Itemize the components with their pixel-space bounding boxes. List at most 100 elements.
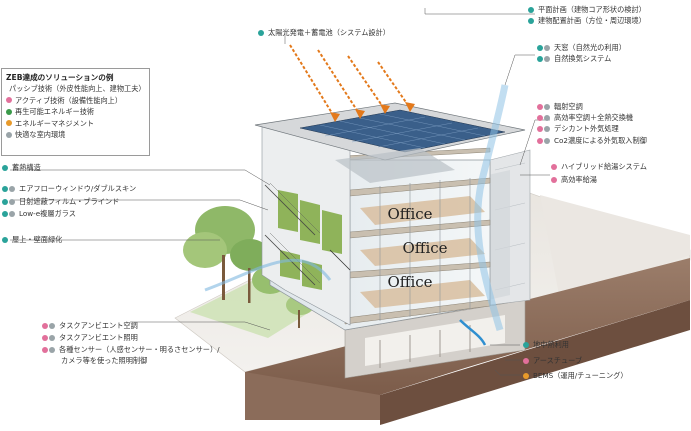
category-dot-icon [42,347,48,353]
category-dot-icon [537,45,543,51]
category-dots [42,323,56,329]
category-dot-icon [258,30,264,36]
category-dot-icon [537,126,543,132]
legend-item-label: パッシブ技術（外皮性能向上、建物工夫） [9,84,146,93]
category-dots [528,7,535,13]
soil-right-front [380,300,690,425]
category-dot-icon [528,7,534,13]
category-dots [537,115,551,121]
callout-tasklight: タスクアンビエント照明 [42,333,138,343]
category-dot-icon [49,347,55,353]
category-dot-icon [528,18,534,24]
category-dots [537,138,551,144]
callout-taskair: タスクアンビエント空調 [42,321,138,331]
shaft [488,170,510,300]
category-dots [42,347,56,353]
callout-sensors-cont: カメラ等を使った照明制御 [61,356,148,365]
callout-hybrid: ハイブリッド給湯システム [551,162,647,172]
ventilation-flow [474,84,509,332]
callout-natvent: 自然換気システム [537,54,611,64]
category-dots [537,126,551,132]
category-dot-icon [42,335,48,341]
ground-surface-right [540,195,690,300]
callout-earthtube: アースチューブ [523,356,582,366]
category-dot-icon [544,138,550,144]
legend-item: アクティブ技術（設備性能向上） [6,95,145,107]
category-dot-icon [537,138,543,144]
callout-skylight: 天窓（自然光の利用） [537,43,626,53]
category-dots [523,342,530,348]
legend-item: 快適な室内環境 [6,129,145,141]
category-dot-icon [523,373,529,379]
category-dots [523,373,530,379]
category-dots [2,199,16,205]
office-label-2: Office [402,239,447,257]
category-dot-icon [2,165,8,171]
legend-dot-icon [6,131,12,138]
legend-item: パッシブ技術（外皮性能向上、建物工夫） [6,83,146,95]
callout-co2: Co2濃度による外気取入制御 [537,136,647,146]
category-dot-icon [523,342,529,348]
callout-lowe: Low-e複層ガラス [2,209,76,219]
category-dot-icon [9,211,15,217]
legend: ZEB達成のソリューションの例 パッシブ技術（外皮性能向上、建物工夫） アクティブ… [1,68,150,156]
category-dots [537,56,551,62]
category-dot-icon [551,164,557,170]
callout-thermal: 蓄熱構造 [2,163,41,173]
callout-hiwater: 高効率給湯 [551,175,597,185]
legend-item: エネルギーマネジメント [6,118,145,130]
leader-lines [10,8,550,376]
callout-geo: 地中熱利用 [523,340,569,350]
callout-desiccant: デシカント外気処理 [537,124,619,134]
legend-title: ZEB達成のソリューションの例 [6,73,114,82]
category-dot-icon [2,237,8,243]
callout-greening: 屋上・壁面緑化 [2,235,62,245]
category-dot-icon [544,56,550,62]
legend-dot-icon [6,120,12,127]
category-dots [2,237,9,243]
callout-bems: BEMS（運用/チューニング） [523,371,628,381]
sun-arrows [289,44,411,119]
category-dot-icon [537,115,543,121]
callout-solar: 太陽光発電＋蓄電池（システム設計） [258,28,390,38]
category-dots [2,211,16,217]
category-dot-icon [9,199,15,205]
category-dot-icon [544,104,550,110]
soil-front [245,372,380,420]
category-dots [551,164,558,170]
category-dots [537,45,551,51]
roof-opening [335,148,455,183]
category-dot-icon [49,323,55,329]
category-dots [42,335,56,341]
category-dot-icon [523,358,529,364]
category-dot-icon [544,126,550,132]
callout-plan: 平面計画（建物コア形状の検討） [528,5,646,15]
category-dots [537,104,551,110]
category-dot-icon [551,177,557,183]
category-dot-icon [42,323,48,329]
category-dot-icon [537,104,543,110]
callout-layout: 建物配置計画（方位・周辺環境） [528,16,646,26]
callout-sensors: 各種センサー（人感センサー・明るさセンサー）/ [42,345,220,355]
legend-item-label: エネルギーマネジメント [15,118,95,128]
callout-hvac: 高効率空調＋全熱交換機 [537,113,633,123]
legend-item-label: 快適な室内環境 [15,130,66,139]
callout-airflow: エアフローウィンドウ/ダブルスキン [2,184,136,194]
callout-film: 日射遮蔽フィルム・ブラインド [2,197,119,207]
office-label-1: Office [387,205,432,223]
category-dot-icon [2,199,8,205]
category-dot-icon [537,56,543,62]
legend-dot-icon [6,108,12,115]
legend-dot-icon [6,97,12,104]
category-dot-icon [2,186,8,192]
category-dots [551,177,558,183]
category-dot-icon [544,45,550,51]
category-dot-icon [544,115,550,121]
category-dot-icon [49,335,55,341]
legend-item-label: 再生可能エネルギー技術 [15,107,95,116]
category-dots [528,18,535,24]
category-dots [258,30,265,36]
legend-item-label: アクティブ技術（設備性能向上） [15,95,123,105]
